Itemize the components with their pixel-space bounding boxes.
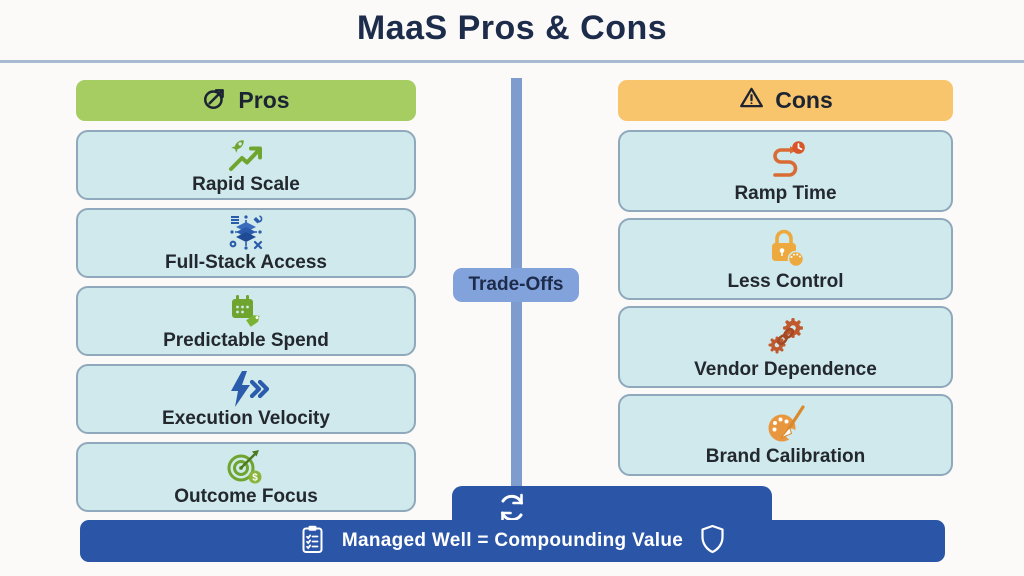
- lightning-fast-forward-icon: [223, 370, 269, 408]
- title-divider-line: [0, 60, 1024, 63]
- pros-card-label: Outcome Focus: [174, 485, 318, 507]
- pros-header-label: Pros: [238, 87, 290, 113]
- shield-icon: [699, 524, 726, 559]
- padlock-dial-icon: [764, 227, 808, 271]
- pros-card-execution-velocity: Execution Velocity: [76, 364, 416, 434]
- cons-card-ramp-time: Ramp Time: [618, 130, 953, 212]
- cons-card-label: Vendor Dependence: [694, 358, 877, 380]
- pros-card-label: Predictable Spend: [163, 329, 329, 351]
- winding-arrow-clock-icon: [764, 139, 808, 183]
- cons-card-label: Ramp Time: [734, 182, 837, 204]
- pros-card-label: Full-Stack Access: [165, 251, 327, 273]
- gears-chain-icon: [764, 315, 808, 359]
- pros-card-label: Execution Velocity: [162, 407, 330, 429]
- warning-triangle-icon: [738, 85, 765, 117]
- stack-layers-icon: [225, 214, 267, 252]
- bottom-banner: Managed Well = Compounding Value: [80, 520, 945, 562]
- cons-card-less-control: Less Control: [618, 218, 953, 300]
- palette-brush-icon: [763, 404, 809, 446]
- trending-check-icon: [202, 85, 228, 117]
- banner-label: Managed Well = Compounding Value: [341, 530, 684, 551]
- cons-header-label: Cons: [775, 87, 833, 113]
- cons-header: Cons: [618, 80, 953, 121]
- calendar-tag-icon: [225, 292, 267, 330]
- cons-card-brand-calibration: Brand Calibration: [618, 394, 953, 476]
- pros-card-predictable-spend: Predictable Spend: [76, 286, 416, 356]
- target-dollar-icon: $: [225, 448, 267, 486]
- cons-card-vendor-dependence: Vendor Dependence: [618, 306, 953, 388]
- tradeoffs-badge: Trade-Offs: [453, 268, 579, 302]
- cons-card-label: Less Control: [727, 270, 844, 292]
- refresh-cycle-icon: [494, 490, 530, 531]
- cons-card-label: Brand Calibration: [705, 445, 866, 467]
- pros-card-rapid-scale: Rapid Scale: [76, 130, 416, 200]
- rocket-growth-icon: [225, 136, 267, 174]
- pros-card-outcome-focus: $ Outcome Focus: [76, 442, 416, 512]
- clipboard-checklist-icon: [299, 524, 326, 559]
- pros-header: Pros: [76, 80, 416, 121]
- svg-text:$: $: [252, 472, 258, 483]
- tradeoffs-label: Trade-Offs: [468, 274, 564, 295]
- pros-card-full-stack-access: Full-Stack Access: [76, 208, 416, 278]
- page-title: MaaS Pros & Cons: [356, 9, 668, 47]
- pros-card-label: Rapid Scale: [192, 173, 300, 195]
